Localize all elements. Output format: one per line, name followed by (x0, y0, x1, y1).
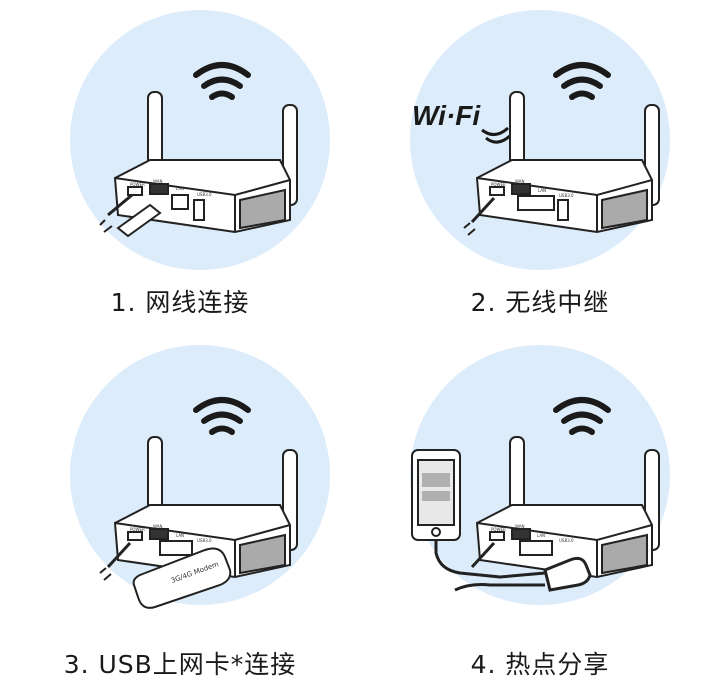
mode-label: 4. 热点分享 (470, 650, 610, 679)
mode-panel-hotspot: POWER WAN LAN USB3.0 4. 热点分享 (360, 345, 720, 690)
router-icon (463, 91, 660, 236)
wifi-logo-text: Wi·Fi (412, 100, 481, 131)
wifi-signal-icon (553, 62, 611, 100)
usb-modem-icon: 3G/4G Modem (132, 547, 232, 609)
port-power-label: POWER (491, 527, 506, 532)
mode-label: 1. 网线连接 (110, 288, 250, 317)
ethernet-illustration: POWER WAN LAN USB3.0 (70, 10, 330, 270)
wifi-signal-icon (553, 397, 611, 435)
port-usb-label: USB3.0 (559, 538, 574, 543)
port-lan-label: LAN (537, 533, 545, 538)
port-power-label: POWER (130, 182, 145, 187)
usb-cable-icon (434, 540, 592, 592)
port-usb-label: USB3.0 (197, 538, 212, 543)
wifi-signal-icon (193, 397, 251, 435)
ethernet-cable-icon (99, 193, 162, 238)
port-usb-label: USB3.0 (197, 192, 212, 197)
hotspot-illustration: POWER WAN LAN USB3.0 (410, 345, 670, 605)
repeater-illustration: Wi·Fi POWER WAN LAN USB3.0 (410, 10, 670, 270)
mode-label: 3. USB上网卡*连接 (63, 650, 297, 679)
port-usb-label: USB3.0 (559, 193, 574, 198)
mode-panel-repeater: Wi·Fi POWER WAN LAN USB3.0 2. 无线中继 (360, 0, 720, 345)
port-wan-label: WAN (153, 524, 162, 529)
port-lan-label: LAN (176, 186, 184, 191)
mode-panel-ethernet: POWER WAN LAN USB3.0 1. 网线连接 (0, 0, 360, 345)
router-icon (470, 436, 660, 579)
port-wan-label: WAN (515, 179, 524, 184)
smartphone-icon (411, 449, 461, 541)
mode-panel-usb-modem: 3G/4G Modem POWER WAN LAN USB3.0 3. USB上… (0, 345, 360, 690)
router-icon (99, 436, 298, 581)
port-lan-label: LAN (538, 188, 546, 193)
port-power-label: POWER (130, 527, 145, 532)
port-power-label: POWER (491, 182, 506, 187)
usb-modem-illustration: 3G/4G Modem POWER WAN LAN USB3.0 (70, 345, 330, 609)
mode-label: 2. 无线中继 (470, 288, 610, 317)
port-wan-label: WAN (153, 179, 162, 184)
background-circle (410, 10, 670, 270)
wifi-signal-icon (193, 62, 251, 100)
port-lan-label: LAN (176, 533, 184, 538)
port-wan-label: WAN (515, 524, 524, 529)
